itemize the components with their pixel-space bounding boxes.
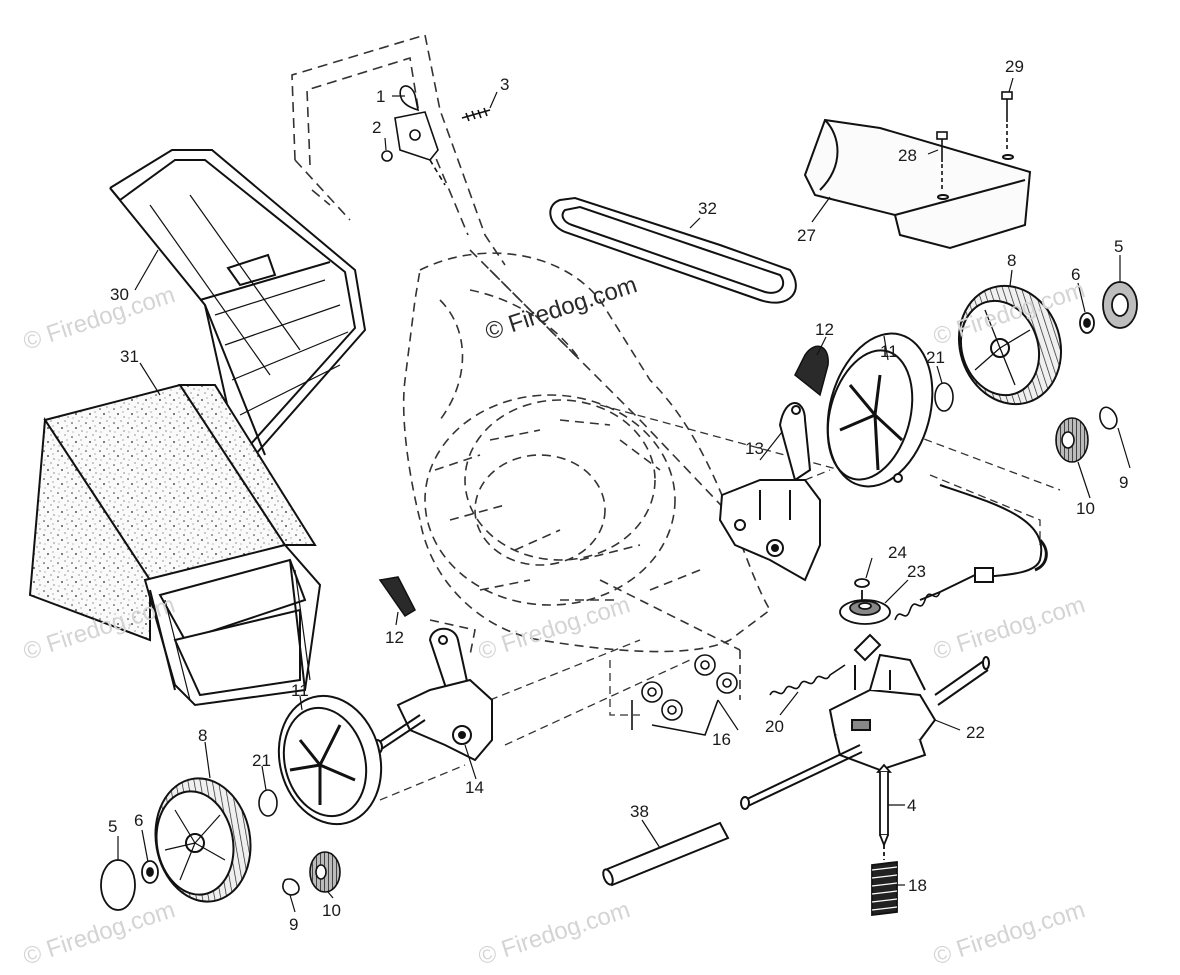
hubcap-right (1079, 281, 1138, 334)
callout-32: 32 (698, 199, 717, 218)
callout-27: 27 (797, 226, 816, 245)
callout-6-left: 6 (134, 811, 144, 830)
handle-assembly (291, 33, 736, 521)
connector-lines (379, 404, 1061, 801)
callout-23: 23 (907, 562, 926, 581)
callout-3: 3 (500, 75, 510, 94)
callout-2: 2 (372, 118, 382, 137)
callout-28: 28 (898, 146, 917, 165)
callout-14: 14 (465, 778, 484, 797)
callout-24: 24 (888, 543, 907, 562)
callout-21-right: 21 (926, 348, 945, 367)
nuts (631, 654, 738, 736)
belt-cover (803, 118, 1032, 250)
gear-right (1055, 406, 1118, 463)
callout-5-right: 5 (1114, 237, 1124, 256)
gear-left (282, 851, 341, 896)
callout-12-top: 12 (815, 320, 834, 339)
callout-8-right: 8 (1007, 251, 1017, 270)
callout-18: 18 (908, 876, 927, 895)
callout-30: 30 (110, 285, 129, 304)
height-adjuster-right (718, 402, 821, 582)
wheel-guard-left (277, 694, 383, 826)
rear-right-wheel (957, 284, 1063, 406)
callout-1: 1 (376, 87, 386, 106)
callout-29: 29 (1005, 57, 1024, 76)
rear-left-wheel (154, 777, 252, 903)
callout-31: 31 (120, 347, 139, 366)
height-pad-top (794, 345, 829, 397)
callout-11-right: 11 (880, 342, 898, 361)
callout-4: 4 (907, 796, 917, 815)
wheel-guard-right (826, 332, 934, 488)
drive-cable (919, 484, 1048, 601)
washer-left (258, 789, 278, 817)
callout-10-left: 10 (322, 901, 341, 920)
callout-9-left: 9 (289, 915, 299, 934)
callout-22: 22 (966, 723, 985, 742)
callout-12-bottom: 12 (385, 628, 404, 647)
springs (769, 591, 941, 696)
screws-28-29 (936, 91, 1013, 190)
callout-5-left: 5 (108, 817, 118, 836)
callout-6-right: 6 (1071, 265, 1081, 284)
callout-9-right: 9 (1119, 473, 1129, 492)
hubcap-left (100, 859, 159, 911)
height-adjuster-left (371, 627, 493, 762)
leader-lines (117, 77, 1131, 913)
shaft-and-spring (871, 763, 898, 917)
mower-deck (402, 252, 772, 700)
callout-8-left: 8 (198, 726, 208, 745)
callout-20: 20 (765, 717, 784, 736)
pulley (839, 578, 891, 625)
callout-11-left: 11 (291, 681, 309, 700)
height-pad-bottom (378, 576, 416, 618)
callout-21-left: 21 (252, 751, 271, 770)
drive-belt (549, 196, 797, 304)
callout-16: 16 (712, 730, 731, 749)
control-lever (381, 85, 491, 186)
grass-bag (28, 383, 322, 707)
callout-38: 38 (630, 802, 649, 821)
tube (602, 821, 730, 887)
callout-13: 13 (745, 439, 764, 458)
transmission (740, 633, 990, 810)
callout-10-right: 10 (1076, 499, 1095, 518)
washer-right (934, 382, 954, 412)
